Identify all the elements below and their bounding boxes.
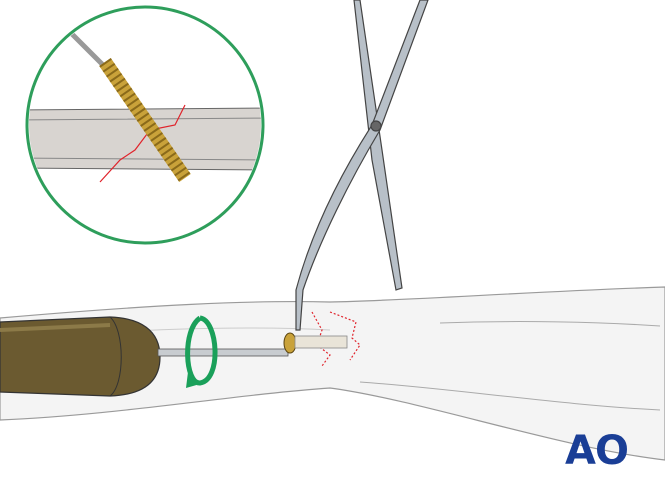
screw bbox=[283, 332, 348, 354]
rotation-arrow-icon bbox=[185, 315, 218, 386]
ao-logo: AO bbox=[565, 428, 629, 474]
screwdriver bbox=[0, 316, 289, 397]
detail-inset bbox=[25, 5, 265, 245]
forceps bbox=[295, 0, 429, 331]
